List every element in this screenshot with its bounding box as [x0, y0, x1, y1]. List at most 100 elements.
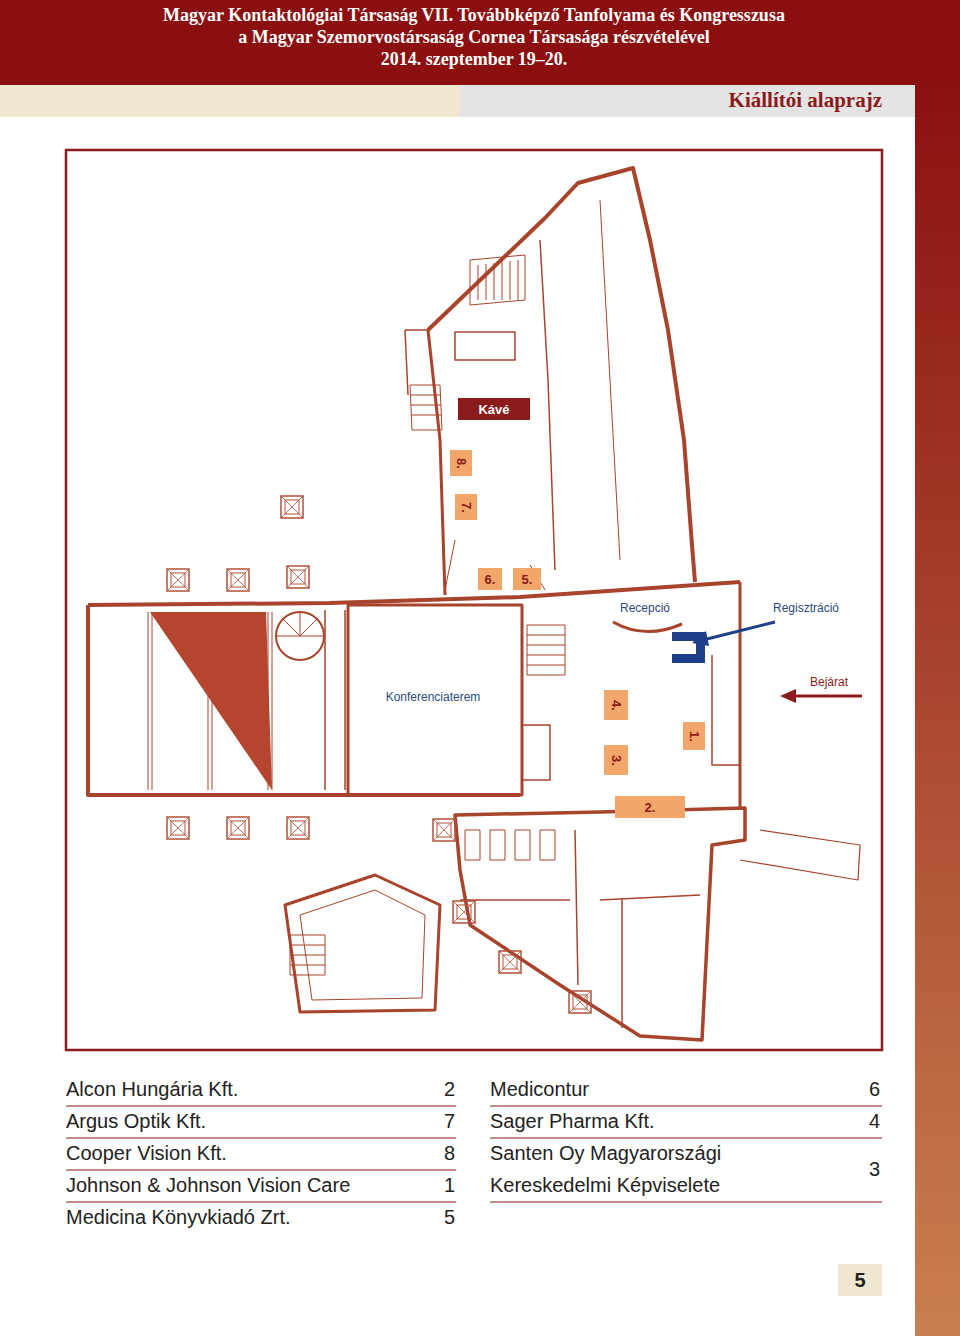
table-rule: [66, 1138, 456, 1139]
planter: [227, 569, 249, 591]
booth-box: 1.: [683, 722, 705, 750]
stairs: [290, 935, 325, 975]
south-wing-wall: [455, 808, 745, 1040]
side-strip: [915, 85, 960, 1336]
table-cell: Alcon Hungária Kft.: [66, 1077, 238, 1101]
planter: [433, 819, 455, 841]
inner-wall: [460, 830, 700, 1028]
booth-box: 7.: [455, 494, 477, 520]
header-line: a Magyar Szemorvostársaság Cornea Társas…: [238, 27, 710, 49]
table-rules: [66, 1106, 882, 1202]
wall: [88, 605, 520, 795]
wall: [739, 582, 742, 810]
booth-number: 3.: [610, 755, 623, 766]
door: [445, 540, 545, 590]
columns: [148, 612, 272, 790]
table-rule: [66, 1106, 456, 1107]
booth-number: 4.: [610, 700, 623, 711]
area-label: Bejárat: [810, 675, 848, 689]
page-number: 5: [854, 1268, 865, 1292]
terrace: [740, 830, 860, 880]
arrow-head: [780, 689, 796, 703]
table-cell: Medicina Könyvkiadó Zrt.: [66, 1205, 291, 1229]
inner-wall: [600, 200, 620, 560]
north-wing-wall: [428, 330, 445, 595]
corridor: [325, 610, 345, 790]
area-label: Recepció: [620, 601, 670, 615]
booth-number: 7.: [460, 502, 473, 513]
planters: [167, 496, 591, 1013]
table-rule: [66, 1170, 456, 1171]
subtitle-bar: [460, 85, 915, 117]
arrow-head: [692, 631, 709, 646]
planter: [167, 569, 189, 591]
table-cell: Johnson & Johnson Vision Care: [66, 1173, 350, 1197]
booth-box: 2.: [615, 796, 685, 818]
spiral-stair: [276, 612, 324, 660]
stairs: [470, 255, 525, 305]
booth-box: 6.: [478, 568, 502, 590]
header-line: 2014. szeptember 19–20.: [381, 49, 568, 71]
plan-frame: [66, 150, 882, 1050]
stairs: [527, 625, 565, 675]
planter: [287, 566, 309, 588]
wall: [712, 655, 740, 765]
planter: [281, 496, 303, 518]
booth-box: 5.: [513, 568, 541, 590]
page-title: Kiállítói alaprajz: [729, 88, 882, 113]
table-rule: [490, 1202, 882, 1203]
header-line: Magyar Kontaktológiai Társaság VII. Tová…: [163, 5, 785, 27]
coffee-label: Kávé: [478, 403, 509, 416]
entrance-arrow: [795, 695, 862, 698]
table-cell: 2: [444, 1077, 455, 1101]
table-cell: 6: [869, 1077, 880, 1101]
registration-arrow: [703, 622, 775, 640]
room: [522, 725, 550, 780]
table-cell: 3: [869, 1157, 880, 1181]
booth-number: 1.: [688, 731, 701, 742]
area-label: Regisztráció: [773, 601, 839, 615]
booth-number: 8.: [455, 458, 468, 469]
header-band: [0, 0, 960, 85]
booth-box: 4.: [604, 690, 628, 720]
room: [455, 332, 515, 360]
table-cell: Santen Oy Magyarországi Kereskedelmi Kép…: [490, 1137, 790, 1201]
booth-number: 6.: [485, 573, 496, 586]
table-cell: 1: [444, 1173, 455, 1197]
table-cell: 5: [444, 1205, 455, 1229]
booth-box: 3.: [604, 745, 628, 775]
planter: [569, 991, 591, 1013]
walls: [88, 168, 860, 1040]
hall-wedge: [150, 612, 272, 790]
toilet-cubicles: [465, 830, 555, 860]
beige-bar: [0, 85, 460, 117]
stairs: [410, 385, 442, 430]
table-cell: 4: [869, 1109, 880, 1133]
table-cell: Sager Pharma Kft.: [490, 1109, 655, 1133]
pavilion: [285, 875, 440, 1012]
conference-room: [348, 605, 522, 795]
table-cell: 8: [444, 1141, 455, 1165]
booth-box: 8.: [450, 450, 472, 476]
coffee-box: Kávé: [458, 398, 530, 420]
table-cell: Cooper Vision Kft.: [66, 1141, 227, 1165]
planter: [167, 817, 189, 839]
table-rule: [66, 1202, 456, 1203]
planter: [287, 817, 309, 839]
planter: [499, 951, 521, 973]
table-rule: [490, 1138, 882, 1139]
inner-wall: [540, 240, 555, 570]
table-rule: [490, 1106, 882, 1107]
spiral-stair: [276, 612, 324, 636]
room-label: Konferenciaterem: [386, 690, 481, 704]
planter: [227, 817, 249, 839]
booth-number: 5.: [522, 573, 533, 586]
table-cell: Medicontur: [490, 1077, 589, 1101]
north-wing-wall: [428, 168, 695, 582]
table-cell: Argus Optik Kft.: [66, 1109, 206, 1133]
booth-number: 2.: [645, 801, 656, 814]
planter: [453, 901, 475, 923]
arrows: [692, 622, 862, 703]
